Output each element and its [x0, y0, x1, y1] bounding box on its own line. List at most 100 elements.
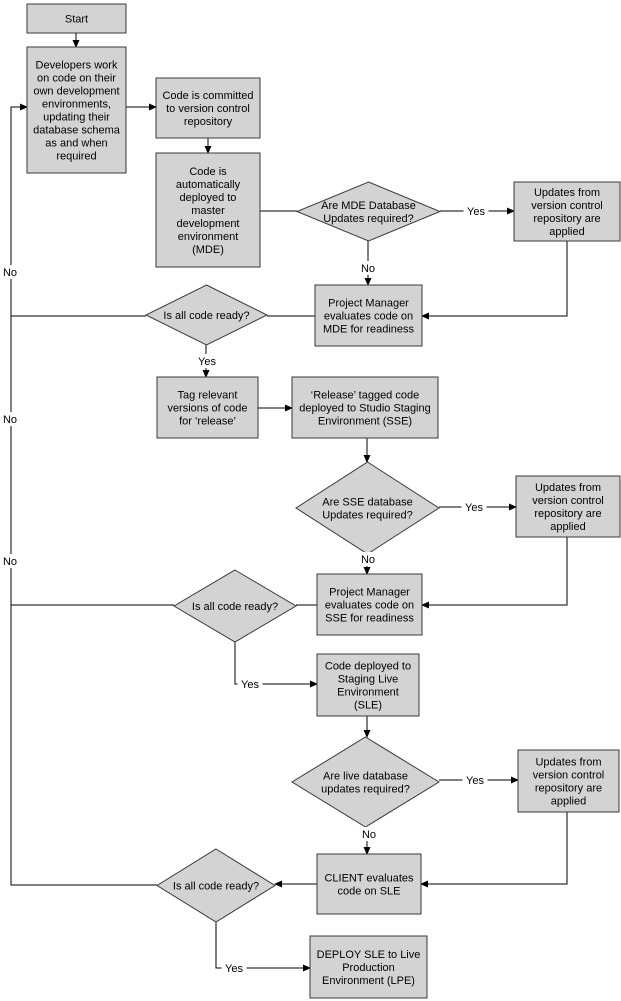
- edge-label-text: No: [362, 829, 376, 841]
- node-text-line: required: [56, 151, 96, 163]
- process-box: [156, 376, 259, 439]
- start-node: Start: [26, 3, 127, 34]
- node-text-line: Developers work: [36, 60, 118, 72]
- edge-label-no-sse: No: [359, 552, 377, 566]
- node-text-line: version control: [532, 495, 604, 507]
- process-box: [316, 573, 423, 636]
- node-text-line: Are live database: [323, 771, 408, 783]
- node-text-line: Project Manager: [328, 298, 409, 310]
- ready-question-3-node: Is all code ready?: [156, 848, 276, 923]
- node-text-line: applied: [551, 796, 586, 808]
- edge-label-no-loop-2: No: [1, 412, 19, 426]
- process-box: [513, 181, 621, 242]
- decision-diamond: [173, 569, 297, 643]
- edge-label-yes-sse: Yes: [461, 500, 487, 514]
- node-text-line: Production: [342, 962, 395, 974]
- process-box: [291, 376, 439, 439]
- edge-label-yes-ready-1: Yes: [194, 354, 220, 368]
- edge-label-text: Yes: [466, 775, 484, 787]
- process-box: [155, 152, 261, 268]
- decision-diamond: [144, 284, 269, 346]
- edge-label-text: No: [3, 267, 17, 279]
- deploy-lpe-node: DEPLOY SLE to LiveProductionEnvironment …: [309, 935, 428, 999]
- edge-label-text: No: [361, 263, 375, 275]
- node-text-line: Updates required?: [322, 510, 413, 522]
- node-text-line: Is all code ready?: [163, 310, 249, 322]
- node-text-line: version control: [533, 770, 605, 782]
- node-text-line: database schema: [33, 125, 121, 137]
- node-text-line: applied: [549, 226, 584, 238]
- decision-diamond: [156, 848, 276, 923]
- node-text-line: Is all code ready?: [192, 601, 278, 613]
- process-box: [26, 3, 127, 34]
- edge-label-text: Yes: [465, 502, 483, 514]
- node-text-line: ‘Release’ tagged code: [311, 390, 419, 402]
- node-text-line: Are MDE Database: [321, 200, 416, 212]
- node-text-line: evaluates code on: [324, 311, 413, 323]
- decision-diamond: [295, 181, 442, 242]
- edge-label-yes-live: Yes: [462, 773, 488, 787]
- node-text-line: Updates from: [534, 187, 600, 199]
- node-text-line: version control: [531, 200, 603, 212]
- process-box: [155, 77, 261, 139]
- edge-label-text: Yes: [198, 356, 216, 368]
- node-text-line: Updates from: [535, 757, 601, 769]
- node-text-line: environments,: [42, 99, 111, 111]
- ready-question-1-node: Is all code ready?: [144, 284, 269, 346]
- edge-updates1-to-pm: [421, 241, 568, 320]
- node-text-line: updates required?: [321, 784, 410, 796]
- node-text-line: Code is committed: [162, 90, 253, 102]
- node-text-line: (MDE): [192, 244, 224, 256]
- node-text-line: CLIENT evaluates: [324, 873, 414, 885]
- node-text-line: on code on their: [37, 73, 116, 85]
- edge-label-yes-mde: Yes: [463, 204, 489, 218]
- node-text-line: repository are: [533, 213, 600, 225]
- edge-label-text: No: [3, 414, 17, 426]
- process-box: [517, 749, 620, 813]
- node-text-line: Is all code ready?: [173, 881, 259, 893]
- node-text-line: deployed to: [180, 192, 237, 204]
- edge-updates2-to-pm: [421, 537, 568, 609]
- node-text-line: updating their: [43, 112, 110, 124]
- node-text-line: code on SLE: [338, 886, 401, 898]
- node-text-line: own development: [33, 86, 119, 98]
- process-box: [316, 853, 422, 915]
- edge-label-yes-ready-3: Yes: [221, 961, 247, 975]
- node-text-line: development: [177, 218, 240, 230]
- edge-label-text: Yes: [241, 679, 259, 691]
- node-text-line: environment: [178, 231, 239, 243]
- node-text-line: Environment (SSE): [318, 416, 412, 428]
- edge-label-no-loop-1: No: [1, 265, 19, 279]
- node-text-line: as and when: [45, 138, 107, 150]
- node-text-line: for ‘release’: [179, 416, 236, 428]
- edge-ready2-yes: [234, 642, 318, 688]
- process-box: [314, 284, 423, 347]
- edge-label-text: No: [361, 554, 375, 566]
- node-text-line: Project Manager: [329, 587, 410, 599]
- node-text-line: deployed to Studio Staging: [299, 403, 431, 415]
- edge-label-no-loop-3: No: [1, 554, 19, 568]
- edge-label-no-live: No: [360, 827, 378, 841]
- process-box: [316, 653, 420, 717]
- node-text-line: to version control: [166, 103, 250, 115]
- process-box: [26, 46, 127, 174]
- node-text-line: Are SSE database: [322, 497, 413, 509]
- process-box: [515, 475, 621, 538]
- node-text-line: evaluates code on: [325, 600, 414, 612]
- edge-ready3-yes: [215, 922, 311, 972]
